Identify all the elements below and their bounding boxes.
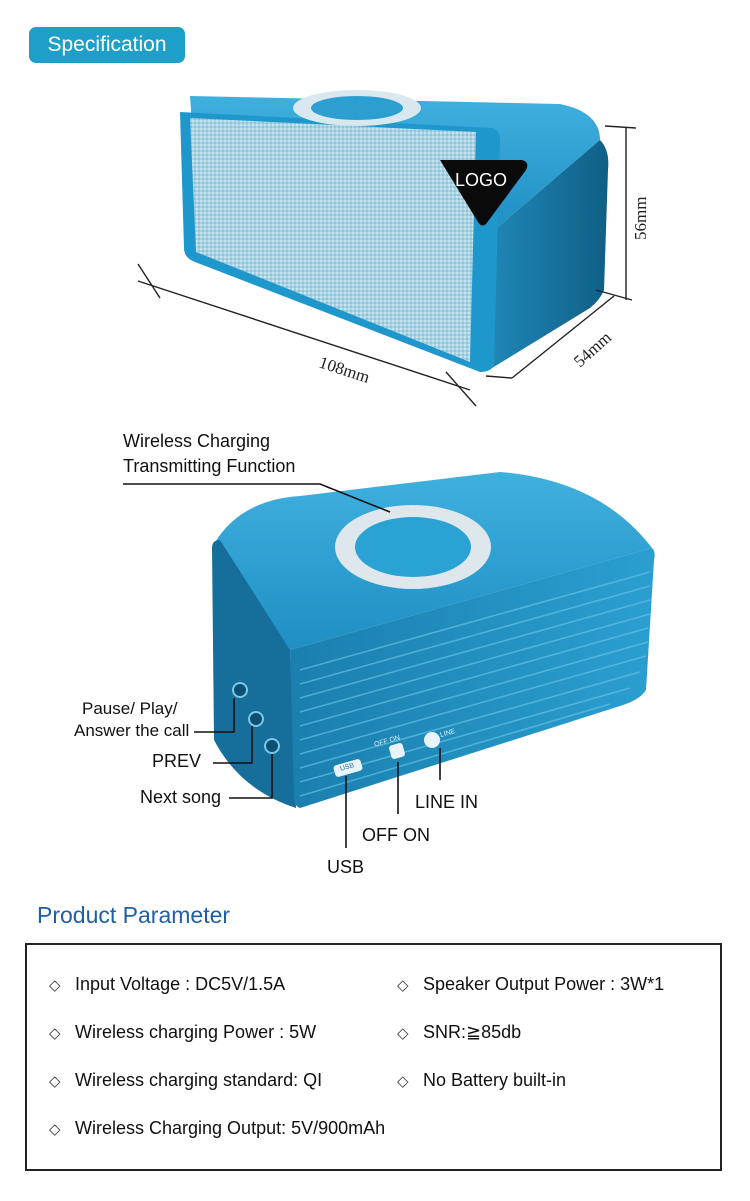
param-input-voltage: ◇Input Voltage : DC5V/1.5A (49, 974, 286, 994)
dimension-lines (137, 125, 637, 407)
diamond-icon: ◇ (49, 1121, 61, 1138)
parameter-box: ◇Input Voltage : DC5V/1.5A ◇Speaker Outp… (25, 943, 722, 1171)
dimension-height: 56mm (631, 197, 650, 240)
callout-pause-line1: Pause/ Play/ (82, 699, 178, 718)
callout-lines (123, 483, 441, 848)
diamond-icon: ◇ (49, 1073, 61, 1090)
product-parameter-title: Product Parameter (37, 902, 231, 928)
product-illustration: LOGO 108mm 54mm 56mm (123, 90, 655, 848)
param-charging-output: ◇Wireless Charging Output: 5V/900mAh (49, 1118, 386, 1138)
diamond-icon: ◇ (397, 977, 409, 994)
logo-text: LOGO (455, 170, 507, 190)
callout-wireless-line2: Transmitting Function (123, 456, 296, 476)
callout-prev: PREV (152, 751, 202, 771)
diamond-icon: ◇ (397, 1073, 409, 1090)
specification-badge: Specification (29, 27, 185, 63)
diamond-icon: ◇ (49, 977, 61, 994)
callout-off-on: OFF ON (362, 825, 430, 845)
callout-pause-line2: Answer the call (74, 721, 190, 740)
param-snr: ◇SNR:≧85db (397, 1022, 522, 1042)
speaker-back-view (212, 472, 655, 808)
dimension-width: 108mm (317, 353, 372, 387)
callout-usb: USB (327, 857, 365, 877)
diamond-icon: ◇ (49, 1025, 61, 1042)
diamond-icon: ◇ (397, 1025, 409, 1042)
dimension-depth: 54mm (570, 328, 615, 371)
param-battery: ◇No Battery built-in (397, 1070, 567, 1090)
callout-line-in: LINE IN (415, 792, 479, 812)
callout-next-song: Next song (140, 787, 222, 807)
callout-wireless-line1: Wireless Charging (123, 431, 271, 451)
param-charging-standard: ◇Wireless charging standard: QI (49, 1070, 323, 1090)
param-speaker-output: ◇Speaker Output Power : 3W*1 (397, 974, 665, 994)
param-wireless-power: ◇Wireless charging Power : 5W (49, 1022, 317, 1042)
speaker-front-view (180, 90, 609, 372)
